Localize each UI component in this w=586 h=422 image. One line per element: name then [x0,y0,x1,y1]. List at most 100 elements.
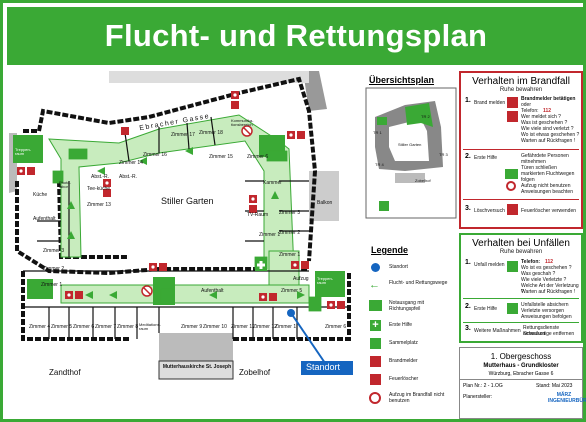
exit-sign [52,170,64,184]
room-label: Aufzug [293,276,309,282]
fire-subtitle: Ruhe bewahren [499,87,543,93]
icon-glyph [289,133,293,137]
legend-item: ← Flucht- und Rettungswege [369,279,453,293]
exit-sign [160,288,174,304]
step-number: 1. [465,97,471,104]
street-strip [109,71,309,83]
fire-line: Aufzug nicht benutzen [521,183,571,189]
assembly-point-icon [379,201,389,211]
room-label: Zimmer 14 [119,160,143,166]
stairwell-s [27,279,53,299]
fire-line: Anweisungen beachten [521,189,573,195]
accident-line: Rettungsdienste einweisen [523,325,560,337]
fire-extinguisher-icon [337,301,345,309]
no-elevator-icon [369,392,381,404]
neighbour-building [158,360,234,380]
room-label: Zimmer 1 [259,232,281,238]
legend-item: Notausgang mit Richtungspfeil [369,299,453,313]
fire-line: Türen schließen [521,165,557,171]
floor-plan [9,71,353,380]
accident-line: Was geschah ? [521,271,556,277]
arrow-left-icon [109,291,117,299]
room-label: Meditations-raum [139,322,161,331]
overview-map [365,87,457,219]
emergency-exit-icon [369,300,382,311]
accident-phone: 112 [545,259,554,265]
assembly-point-icon [370,338,381,349]
exit-sign [308,296,322,312]
room-label: Treppen-raum [317,276,334,285]
legend-label: Brandmelder [389,358,418,364]
corridor [268,250,300,286]
step-number: 2. [465,303,471,310]
overview-label: Zobelhof [415,178,431,183]
neighbour-building [159,333,233,361]
room-label: Küche [33,192,48,198]
legend-label: Erste Hilfe [389,322,413,328]
icon-glyph [151,265,155,269]
divider [460,379,582,380]
arrow-up-icon [67,201,75,209]
icon-glyph [105,181,109,185]
legend: Standort ← Flucht- und Rettungswege Nota… [369,259,453,415]
accident-instructions: Verhalten bei Unfällen Ruhe bewahren 1. … [459,233,583,343]
fire-line: oder [521,102,532,108]
outer-wall [15,181,309,276]
no-elevator-slash [142,286,152,296]
floor-label: 1. Obergeschoss [490,352,552,361]
room-label: Balkon [317,200,333,206]
fire-line: Telefon: [521,108,539,114]
room-label: Zimmer 6 [325,324,347,330]
room-label: Zimmer 18 [199,130,223,136]
plan-title: Flucht- und Rettungsplan [7,7,585,65]
icon-glyph [19,169,23,173]
overview-current-wing [377,117,387,125]
step-number: 1. [465,259,471,266]
fire-line: Wer meldet sich ? [521,114,561,120]
overview-current-wing [405,103,433,127]
step-number: 3. [465,325,471,332]
fire-alarm-icon [231,101,239,109]
stairwell-nw [13,135,43,163]
stairwell-se [315,271,345,297]
fire-extinguisher-icon [103,189,111,197]
exit-sign-icon [505,169,518,179]
outer-wall [23,76,318,262]
standort-callout-box [301,361,353,375]
arrow-left-icon [97,167,105,175]
plan-author-label: Planersteller: [463,394,493,400]
address: Würzburg, Ebracher Gasse 6 [488,371,554,377]
legend-item: Aufzug im Brandfall nicht benutzen [369,391,453,411]
arrow-up-icon [271,191,279,199]
arrow-left-icon [209,291,217,299]
plan-date: Stand: Mai 2023 [536,383,573,389]
corridor [48,114,295,272]
room-label: Kommunika-tionsbereich [231,118,254,127]
step-heading: Löschversuch [474,208,505,214]
legend-item: + Erste Hilfe [369,319,453,333]
legend-label: Sammelplatz [389,340,418,346]
accident-line: Schaulustige entfernen [523,331,575,337]
overview-label: TR 1 [373,130,382,135]
accident-subtitle: Ruhe bewahren [499,249,543,255]
neighbour-building [309,171,339,221]
step-heading: Unfall melden [474,262,505,268]
icon-glyph [251,197,255,201]
room-label: Zimmer 10 [203,324,227,330]
fire-instructions: Verhalten im Brandfall Ruhe bewahren 1. … [459,71,583,229]
room-label: Zimmer 5 [281,288,303,294]
room-label: Zimmer 2 [279,230,301,236]
accident-line: Telefon: [521,259,541,265]
building-name: Mutterhaus - Grundkloster [483,363,559,369]
no-elevator-slash [242,126,252,136]
outer-wall [233,271,351,341]
legend-label: Flucht- und Rettungswege [389,280,448,286]
room-label: Zimmer 13 [87,202,111,208]
divider [463,322,579,323]
icon-glyph [293,263,297,267]
fire-extinguisher-icon [370,374,381,385]
legend-title: Legende [371,245,409,255]
arrow-up-icon [67,231,75,239]
step-heading: Weitere Maßnahmen [474,328,521,334]
room-label: Photo-labor [59,180,71,189]
